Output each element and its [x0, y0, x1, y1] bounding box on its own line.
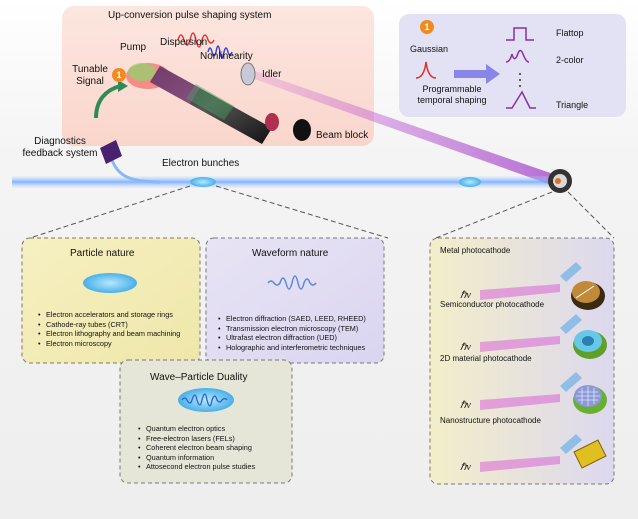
nonlinearity-label: Nonlinearity: [200, 51, 253, 62]
upconversion-title: Up-conversion pulse shaping system: [108, 10, 272, 21]
particle-list: Electron accelerators and storage rings …: [36, 310, 180, 348]
photon-energy-label: ℏv: [460, 400, 471, 411]
metal-photocathode-graphic: [480, 262, 605, 310]
ellipsis-dot: [519, 73, 521, 75]
duality-item: Coherent electron beam shaping: [138, 443, 255, 453]
particle-item: Electron accelerators and storage rings: [38, 310, 180, 320]
duality-item: Attosecond electron pulse studies: [138, 462, 255, 472]
feedback-arrow: [94, 84, 121, 119]
duality-item: Quantum information: [138, 453, 255, 463]
diagnostics-label: Diagnostics feedback system: [22, 136, 98, 159]
photon-energy-label: ℏv: [460, 290, 471, 301]
triangle-label: Triangle: [556, 100, 589, 110]
ellipsis-dot: [519, 85, 521, 87]
shaping-badge: 1: [420, 20, 434, 34]
waveform-list: Electron diffraction (SAED, LEED, RHEED)…: [216, 314, 366, 352]
step-badge: 1: [112, 68, 126, 82]
photon-energy-label: ℏv: [460, 462, 471, 473]
photocathode-spot: [555, 178, 561, 184]
duality-wave: [181, 393, 228, 407]
shaping-arrow: [454, 64, 500, 84]
particle-item: Electron microscopy: [38, 339, 180, 349]
diagnostics-link: [110, 159, 161, 184]
waveform-item: Transmission electron microscopy (TEM): [218, 324, 366, 334]
duality-item: Free-electron lasers (FELs): [138, 434, 255, 444]
zoom-line: [435, 191, 553, 239]
zoom-line: [567, 191, 615, 239]
waveform-item: Holographic and interferometric techniqu…: [218, 343, 366, 353]
waveform-title: Waveform nature: [252, 248, 329, 259]
particle-title: Particle nature: [70, 248, 135, 259]
duality-icon: [178, 388, 234, 412]
crystal-rod: [150, 66, 272, 144]
dispersion-wave: [177, 32, 215, 48]
particle-icon: [83, 273, 137, 293]
duality-item: Quantum electron optics: [138, 424, 255, 434]
particle-item: Cathode-ray tubes (CRT): [38, 320, 180, 330]
waveform-icon: [267, 275, 317, 290]
gaussian-label: Gaussian: [410, 44, 449, 54]
electron-bunch: [459, 177, 481, 187]
photocathode-panel: [429, 237, 615, 485]
filter-disk: [265, 113, 279, 131]
semiconductor-photocathode-label: Semiconductor photocathode: [440, 300, 545, 309]
idler-label: Idler: [262, 69, 282, 80]
electron-bunches-label: Electron bunches: [162, 158, 240, 169]
feedback-arrowhead: [118, 80, 128, 92]
zoom-line: [29, 185, 191, 239]
2d-material-photocathode-graphic: [480, 372, 607, 414]
flattop-label: Flattop: [556, 28, 584, 38]
waveform-item: Electron diffraction (SAED, LEED, RHEED): [218, 314, 366, 324]
electron-beam: [12, 176, 558, 188]
photon-energy-label: ℏv: [460, 342, 471, 353]
programmable-label: Programmable temporal shaping: [417, 84, 487, 105]
upconversion-panel: [62, 6, 374, 146]
ellipsis-dot: [519, 79, 521, 81]
zoom-line: [215, 185, 389, 239]
nanostructure-photocathode-graphic: [480, 434, 607, 472]
2d-material-photocathode-label: 2D material photocathode: [440, 354, 532, 363]
two-color-label: 2-color: [556, 55, 584, 65]
beam-block-label: Beam block: [316, 130, 369, 141]
laser-beam: [246, 70, 559, 186]
triangle-pulse: [506, 90, 536, 109]
idler-optic: [240, 62, 256, 86]
electron-bunch: [190, 177, 216, 187]
two-color-pulse: [505, 49, 530, 63]
diagnostics-screen: [100, 140, 122, 164]
tunable-signal-label: Tunable Signal: [72, 64, 108, 87]
gaussian-pulse: [415, 61, 437, 79]
flattop-pulse: [506, 27, 534, 41]
duality-title: Wave–Particle Duality: [150, 372, 248, 383]
waveform-item: Ultrafast electron diffraction (UED): [218, 333, 366, 343]
nonlinearity-wave: [207, 45, 233, 59]
nanostructure-photocathode-label: Nanostructure photocathode: [440, 416, 541, 425]
beam-block: [293, 119, 311, 141]
particle-item: Electron lithography and beam machining: [38, 329, 180, 339]
shaping-panel: [399, 14, 626, 117]
signal-glow: [128, 63, 156, 81]
metal-photocathode-label: Metal photocathode: [440, 246, 511, 255]
semiconductor-photocathode-graphic: [480, 314, 607, 359]
crystal-color: [150, 66, 200, 104]
duality-list: Quantum electron optics Free-electron la…: [136, 424, 255, 472]
dispersion-label: Dispersion: [160, 37, 208, 48]
crystal-color-2: [186, 84, 234, 120]
pump-label: Pump: [120, 42, 147, 53]
